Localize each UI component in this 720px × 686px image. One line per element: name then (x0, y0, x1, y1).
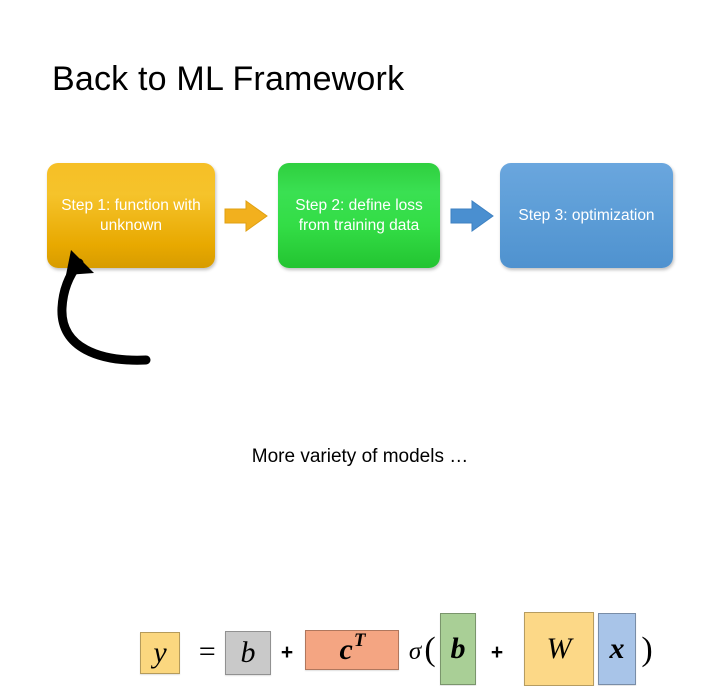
equation-token-plus2-text: + (490, 641, 504, 664)
step-3-label: Step 3: optimization (518, 206, 655, 224)
step-1-label: Step 1: function with unknown (61, 196, 201, 234)
equation-token-y: y (140, 632, 180, 674)
equation-token-open-paren-text: ( (424, 631, 436, 668)
equation-token-open-paren: ( (421, 625, 439, 675)
equation-token-plus-second: + (482, 634, 512, 672)
equation-token-plus1-text: + (280, 641, 294, 664)
equation-token-y-text: y (153, 636, 167, 669)
equation-token-close-paren-text: ) (641, 631, 653, 668)
equation-token-x-input: x (598, 613, 636, 685)
flow-arrow-step2-to-step3 (450, 199, 494, 233)
equation-token-cT-text: c (339, 633, 353, 666)
equation-token-sigma-text: σ (408, 638, 422, 665)
step-box-function-with-unknown[interactable]: Step 1: function with unknown (47, 163, 215, 268)
equation-token-plus-first: + (272, 634, 302, 672)
step-box-define-loss[interactable]: Step 2: define loss from training data (278, 163, 440, 268)
step-2-label: Step 2: define loss from training data (295, 196, 423, 234)
feedback-arrow-to-step1 (40, 250, 180, 375)
equation-token-W-matrix: W (524, 612, 594, 686)
equation-token-b-bias-inner: b (440, 613, 476, 685)
flow-arrow-step1-to-step2 (224, 199, 268, 233)
right-arrow-icon (450, 200, 494, 232)
equation-token-x-text: x (609, 632, 625, 665)
right-arrow-icon (224, 200, 268, 232)
equation-token-b-bias-outer: b (225, 631, 271, 675)
equation-token-b1-text: b (240, 636, 256, 669)
caption-text: More variety of models … (251, 446, 469, 467)
equation-token-W-text: W (546, 632, 572, 665)
equation-token-b2-text: b (450, 632, 466, 665)
step-box-optimization[interactable]: Step 3: optimization (500, 163, 673, 268)
equation-token-close-paren: ) (637, 625, 657, 675)
page-title: Back to ML Framework (52, 60, 405, 98)
curved-arrow-icon (57, 250, 151, 365)
steps-flow-row: Step 1: function with unknown Step 2: de… (0, 163, 720, 273)
equation-token-cT-superscript: T (353, 630, 366, 651)
equation-token-equals: = (190, 631, 224, 673)
equation-token-equals-text: = (196, 635, 218, 668)
